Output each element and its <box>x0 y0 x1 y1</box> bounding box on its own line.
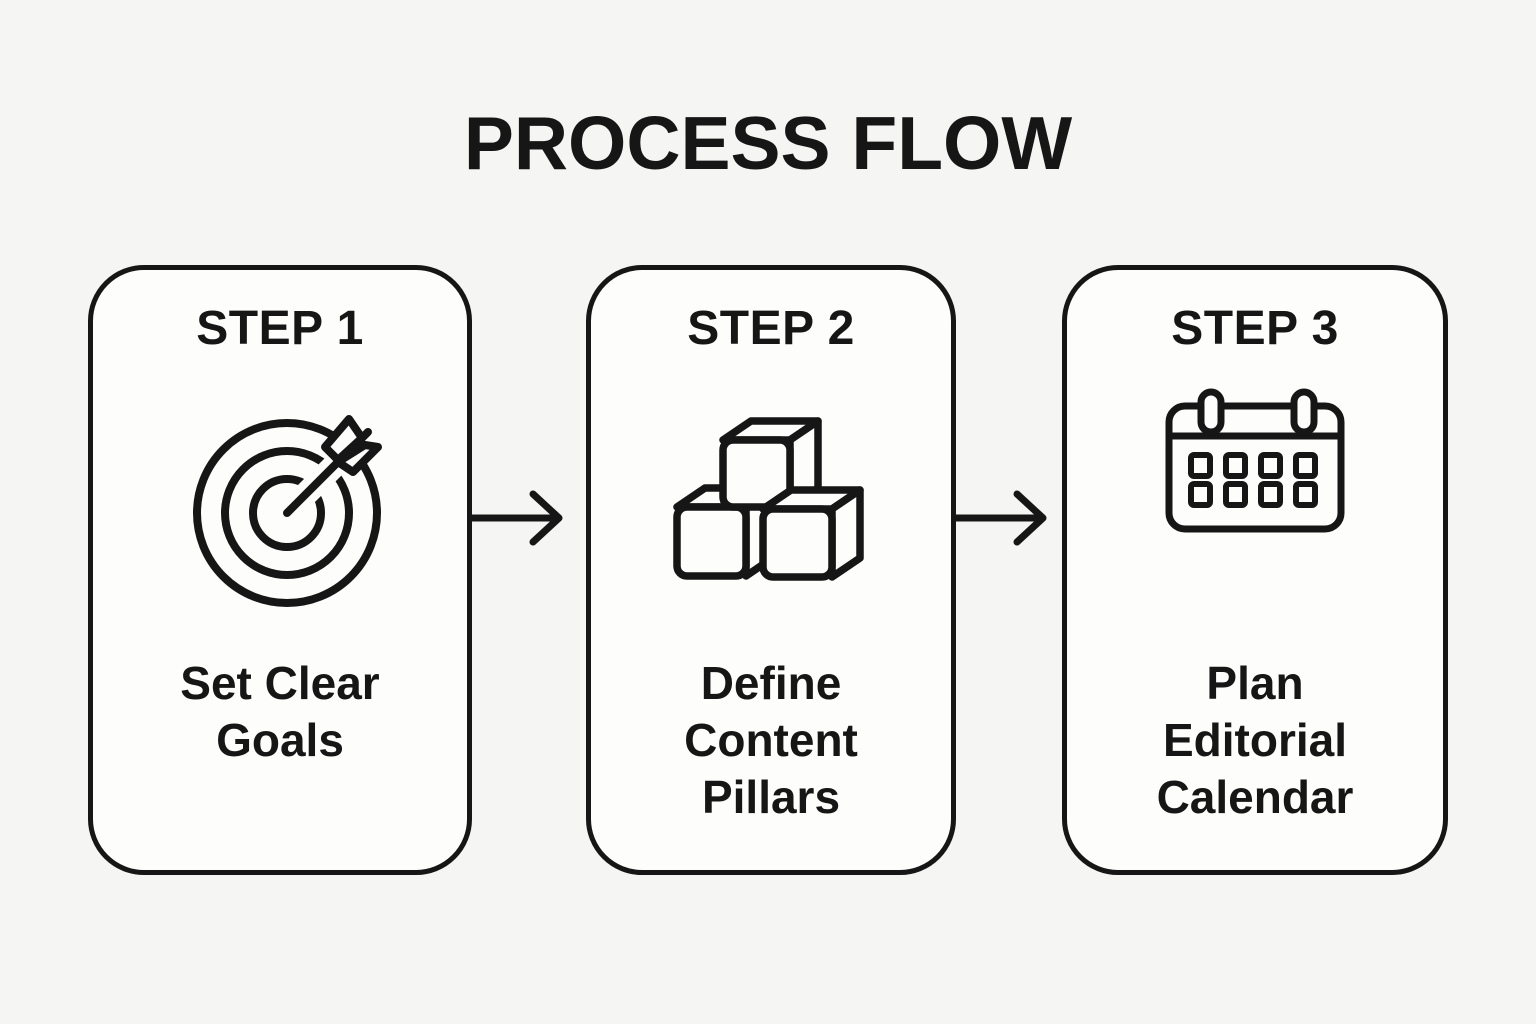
calendar-icon <box>1165 388 1345 533</box>
step-card-2: STEP 2 Define Content Pillars <box>586 265 956 875</box>
step-2-label: Define Content Pillars <box>684 657 858 823</box>
step-3-heading: STEP 3 <box>1171 302 1339 355</box>
target-dart-icon <box>192 415 387 607</box>
step-3-label: Plan Editorial Calendar <box>1156 657 1354 823</box>
building-blocks-icon <box>673 417 864 581</box>
step-1-heading: STEP 1 <box>196 302 364 355</box>
page-title: PROCESS FLOW <box>463 101 1073 185</box>
step-card-1: STEP 1 Set Clear Goals <box>88 265 472 875</box>
arrow-right-icon <box>951 486 1047 555</box>
step-card-3: STEP 3 Plan Editorial Calendar <box>1062 265 1448 875</box>
arrow-right-icon <box>467 486 563 555</box>
step-2-heading: STEP 2 <box>687 302 855 355</box>
step-1-label: Set Clear Goals <box>180 657 380 766</box>
